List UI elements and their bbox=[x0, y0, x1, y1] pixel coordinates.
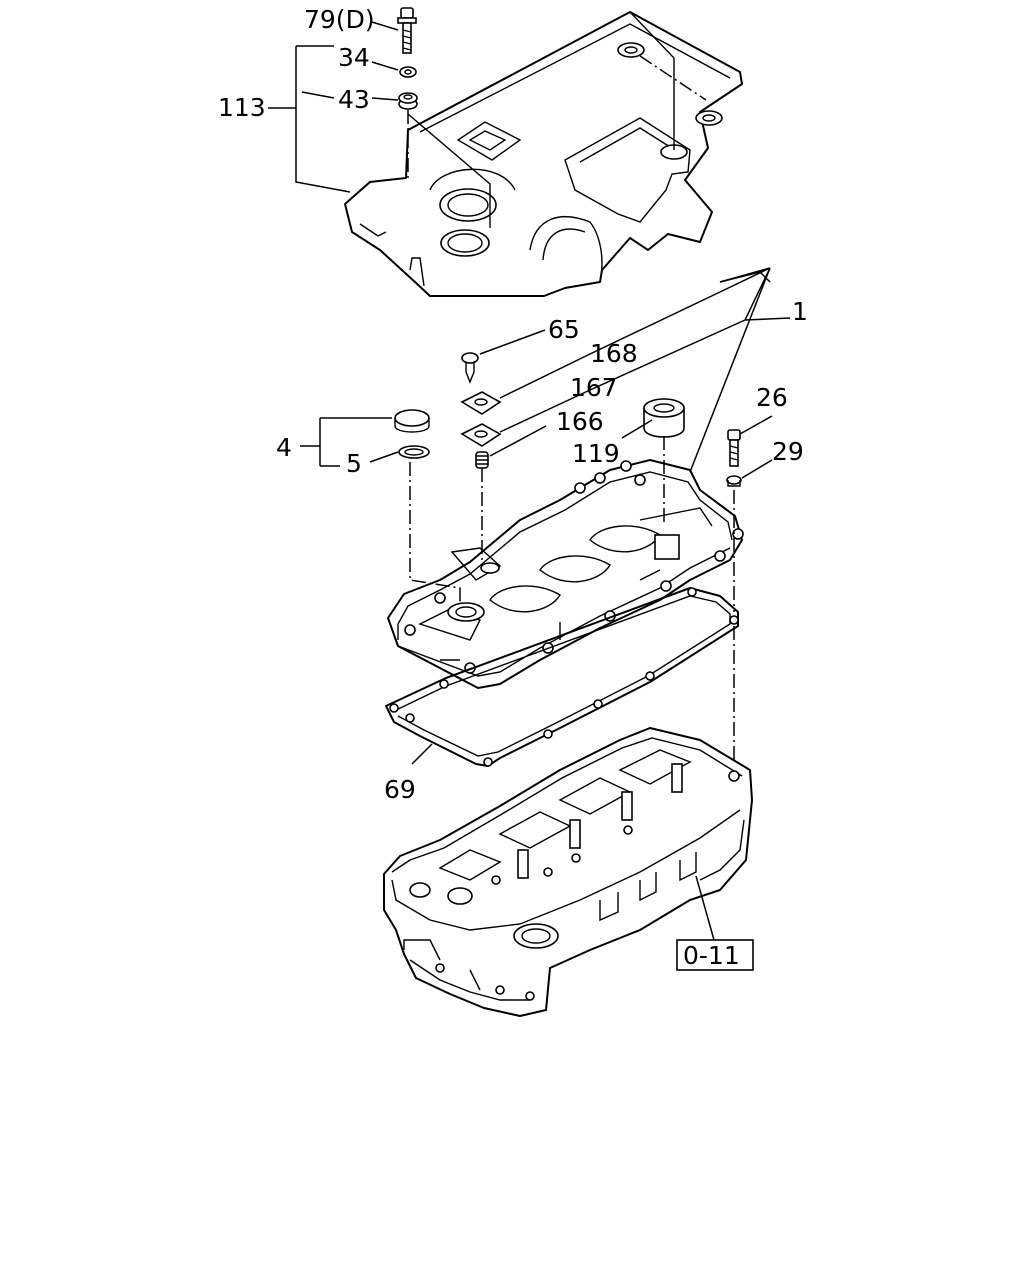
label-119: 119 bbox=[572, 439, 620, 468]
label-4: 4 bbox=[276, 433, 292, 462]
plate-167 bbox=[460, 423, 502, 447]
washer-29 bbox=[726, 475, 742, 487]
plate-168 bbox=[460, 391, 502, 415]
label-65: 65 bbox=[548, 315, 580, 344]
label-43: 43 bbox=[338, 85, 370, 114]
label-166: 166 bbox=[556, 407, 604, 436]
label-5: 5 bbox=[346, 449, 362, 478]
grommet-43 bbox=[398, 92, 418, 110]
reference-label: 0-11 bbox=[683, 941, 740, 970]
label-26: 26 bbox=[756, 383, 788, 412]
spring-166 bbox=[475, 451, 489, 469]
label-69: 69 bbox=[384, 775, 416, 804]
o-ring-5 bbox=[398, 445, 430, 459]
screw-65 bbox=[461, 352, 479, 384]
label-167: 167 bbox=[570, 373, 618, 402]
bolt-79 bbox=[397, 7, 417, 54]
washer-34 bbox=[399, 66, 417, 78]
engine-top-cover bbox=[344, 11, 743, 297]
label-29: 29 bbox=[772, 437, 804, 466]
bolt-26 bbox=[727, 429, 741, 467]
cylinder-head-cover bbox=[387, 459, 744, 689]
cylinder-head bbox=[383, 727, 753, 1017]
cap-119 bbox=[643, 398, 685, 438]
oil-filler-cap-4 bbox=[394, 409, 430, 433]
label-79d: 79(D) bbox=[304, 5, 375, 34]
head-cover-gasket bbox=[385, 587, 739, 767]
label-1: 1 bbox=[792, 297, 808, 326]
label-168: 168 bbox=[590, 339, 638, 368]
reference-box-0-11 bbox=[676, 875, 754, 971]
label-34: 34 bbox=[338, 43, 370, 72]
label-113: 113 bbox=[218, 93, 266, 122]
